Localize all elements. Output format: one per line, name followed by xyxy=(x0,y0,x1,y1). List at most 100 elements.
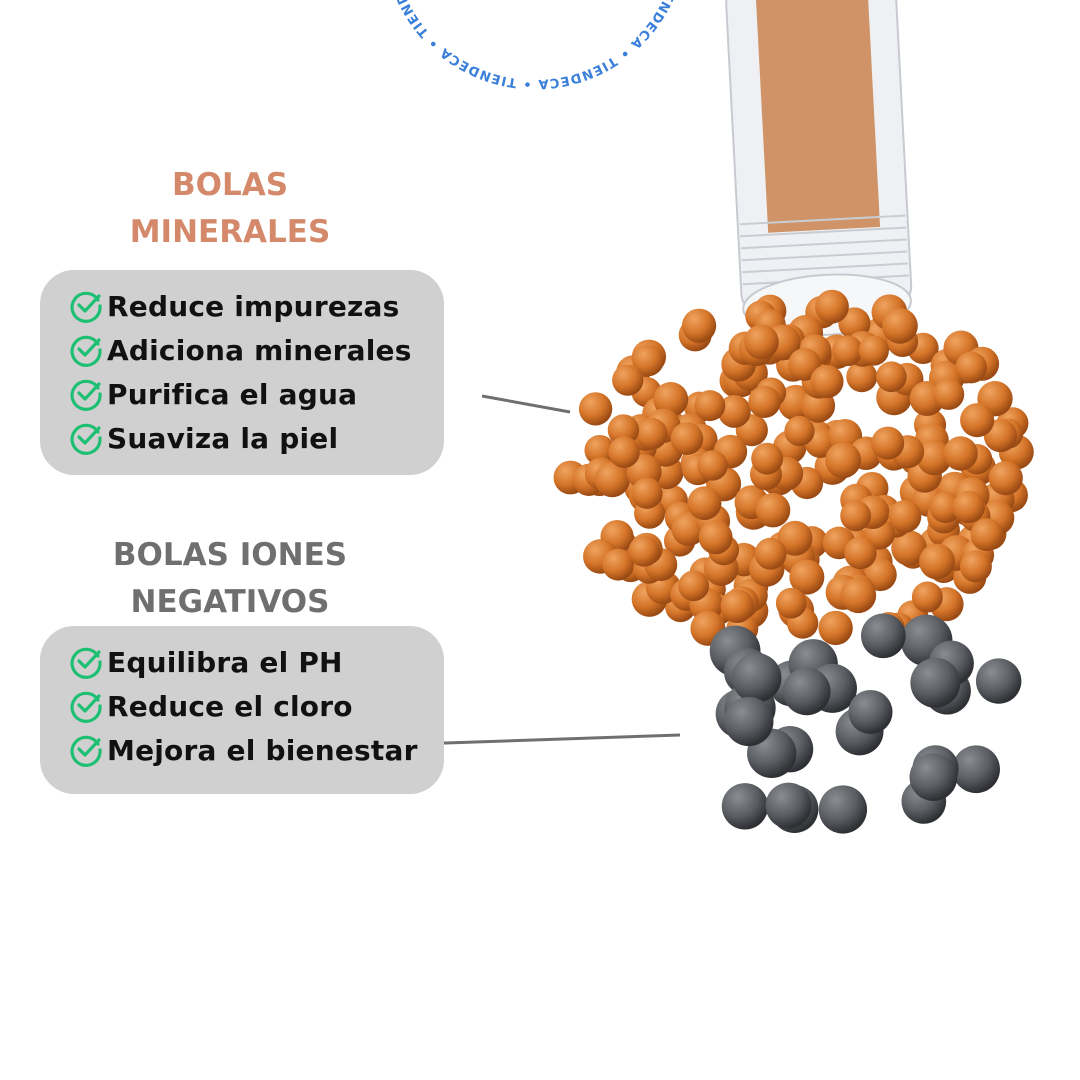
ion-benefits-card: Equilibra el PH Reduce el cloro Mejora e… xyxy=(40,626,444,794)
benefit-item: Suaviza la piel xyxy=(68,416,444,460)
benefit-label: Mejora el bienestar xyxy=(107,733,418,767)
pebble xyxy=(840,500,872,532)
benefit-label: Adiciona minerales xyxy=(107,333,412,367)
pebble xyxy=(910,657,961,708)
check-circle-icon xyxy=(70,423,102,455)
pebble xyxy=(882,308,918,344)
pebble xyxy=(909,753,958,801)
pebble xyxy=(782,667,831,716)
pebble xyxy=(988,461,1023,496)
pebble xyxy=(933,378,965,410)
pebble xyxy=(720,589,754,623)
pebble xyxy=(876,361,907,393)
pebble xyxy=(775,587,807,619)
pebble xyxy=(578,392,613,426)
pebble xyxy=(754,537,787,570)
pebble xyxy=(678,570,710,602)
benefit-label: Suaviza la piel xyxy=(107,421,339,455)
pebble xyxy=(717,394,751,428)
check-circle-icon xyxy=(70,335,102,367)
pebble xyxy=(584,434,616,466)
benefit-label: Reduce el cloro xyxy=(107,689,353,723)
check-circle-icon xyxy=(70,691,102,723)
pebble xyxy=(952,490,985,524)
pebble xyxy=(840,577,877,614)
pebble xyxy=(844,536,877,570)
check-circle-icon xyxy=(70,291,102,323)
benefit-label: Purifica el agua xyxy=(107,377,358,411)
pebble xyxy=(916,440,952,476)
pebble xyxy=(631,477,663,509)
filter-tube xyxy=(725,0,913,337)
pebble xyxy=(959,550,992,583)
pebble xyxy=(832,335,863,367)
pebble xyxy=(608,436,640,468)
pebble xyxy=(724,696,774,747)
pebble xyxy=(681,308,717,343)
pebble xyxy=(653,381,689,417)
pebble xyxy=(919,543,956,580)
pebble xyxy=(818,785,868,834)
pebble xyxy=(825,442,862,479)
benefit-item: Reduce impurezas xyxy=(68,284,444,328)
pebble xyxy=(929,491,962,524)
pebble xyxy=(765,782,812,829)
benefit-label: Equilibra el PH xyxy=(107,645,343,679)
benefit-item: Purifica el agua xyxy=(68,372,444,416)
title-line: BOLAS xyxy=(171,167,289,203)
ion-pointer-line xyxy=(415,733,681,746)
mineral-pointer-line xyxy=(481,394,571,414)
pebble xyxy=(846,361,878,393)
pebble xyxy=(789,559,825,595)
pebble xyxy=(687,486,722,521)
pebble xyxy=(697,450,728,481)
svg-text:TIENDECA • TIENDECA • TIENDECA: TIENDECA • TIENDECA • TIENDECA • TIENDEC… xyxy=(384,0,688,91)
pebble xyxy=(594,461,630,498)
title-line: MINERALES xyxy=(129,214,331,250)
pebble xyxy=(731,653,782,703)
pebble xyxy=(860,613,906,659)
pebble xyxy=(858,335,889,366)
pebble xyxy=(777,520,813,556)
pebble xyxy=(955,351,987,384)
pebble xyxy=(960,403,995,438)
pebble xyxy=(871,426,905,460)
pebble xyxy=(815,289,849,324)
pebble xyxy=(888,499,922,533)
pebble xyxy=(694,390,726,422)
pebble xyxy=(698,520,733,555)
pebble xyxy=(755,492,791,528)
benefit-item: Adiciona minerales xyxy=(68,328,444,372)
pebbles xyxy=(553,289,1034,834)
pebble xyxy=(748,385,781,418)
check-circle-icon xyxy=(70,379,102,411)
pebble xyxy=(975,658,1022,704)
pebble xyxy=(602,548,635,581)
pebble xyxy=(744,324,779,360)
pebble xyxy=(632,344,664,377)
pebble xyxy=(911,581,943,613)
ion-balls-title: BOLAS IONES NEGATIVOS xyxy=(40,532,420,626)
check-circle-icon xyxy=(70,647,102,679)
pebble xyxy=(751,442,784,475)
title-line: BOLAS IONES xyxy=(112,537,348,573)
pebble xyxy=(810,364,844,399)
pebble xyxy=(891,530,927,566)
title-line: NEGATIVOS xyxy=(130,584,330,620)
pebble xyxy=(952,745,1000,794)
pebble xyxy=(612,364,644,396)
benefit-item: Equilibra el PH xyxy=(68,640,444,684)
pebble xyxy=(970,518,1004,552)
check-circle-icon xyxy=(70,735,102,767)
benefit-item: Reduce el cloro xyxy=(68,684,444,728)
pebble xyxy=(848,689,893,735)
mineral-benefits-card: Reduce impurezas Adiciona minerales Puri… xyxy=(40,270,444,475)
pebble xyxy=(670,422,704,456)
pebble xyxy=(607,414,640,446)
pebble xyxy=(721,783,769,830)
pebble xyxy=(818,610,853,646)
pebble xyxy=(784,415,815,447)
logo-watermark: TIENDECA • TIENDECA • TIENDECA • TIENDEC… xyxy=(384,0,688,91)
benefit-label: Reduce impurezas xyxy=(107,289,400,323)
